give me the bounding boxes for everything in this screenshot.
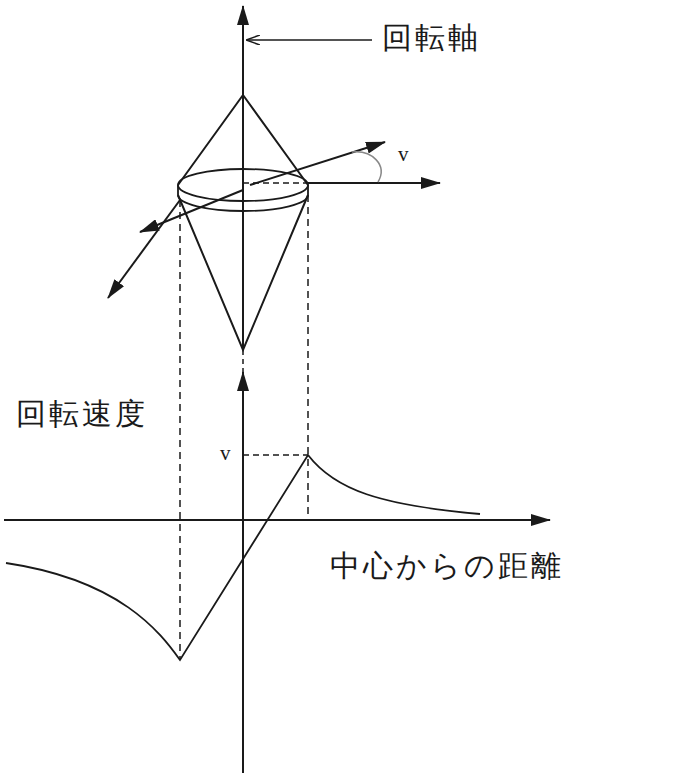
axis-label: 回転軸 [382, 20, 481, 56]
x-axis [4, 519, 550, 521]
rotation-axis [242, 6, 244, 350]
y-axis [242, 372, 244, 773]
projection-line [307, 195, 309, 520]
radial-arrow [308, 182, 440, 184]
axis-title: 中心からの距離 [330, 548, 564, 584]
axis-dashed [242, 350, 244, 372]
velocity-arrow [140, 190, 243, 232]
peak-dashed [243, 454, 308, 456]
angle-arc [352, 152, 381, 182]
disk-top [178, 169, 308, 201]
velocity-symbol: v [398, 142, 409, 167]
projection-line [179, 200, 181, 660]
disk-rim [178, 185, 308, 211]
velocity-arrow [108, 200, 180, 298]
double-cone [178, 95, 308, 350]
leader-line [247, 39, 372, 41]
velocity-arrow [250, 142, 385, 185]
axis-title: 回転速度 [16, 396, 148, 432]
velocity-symbol: v [220, 441, 231, 466]
